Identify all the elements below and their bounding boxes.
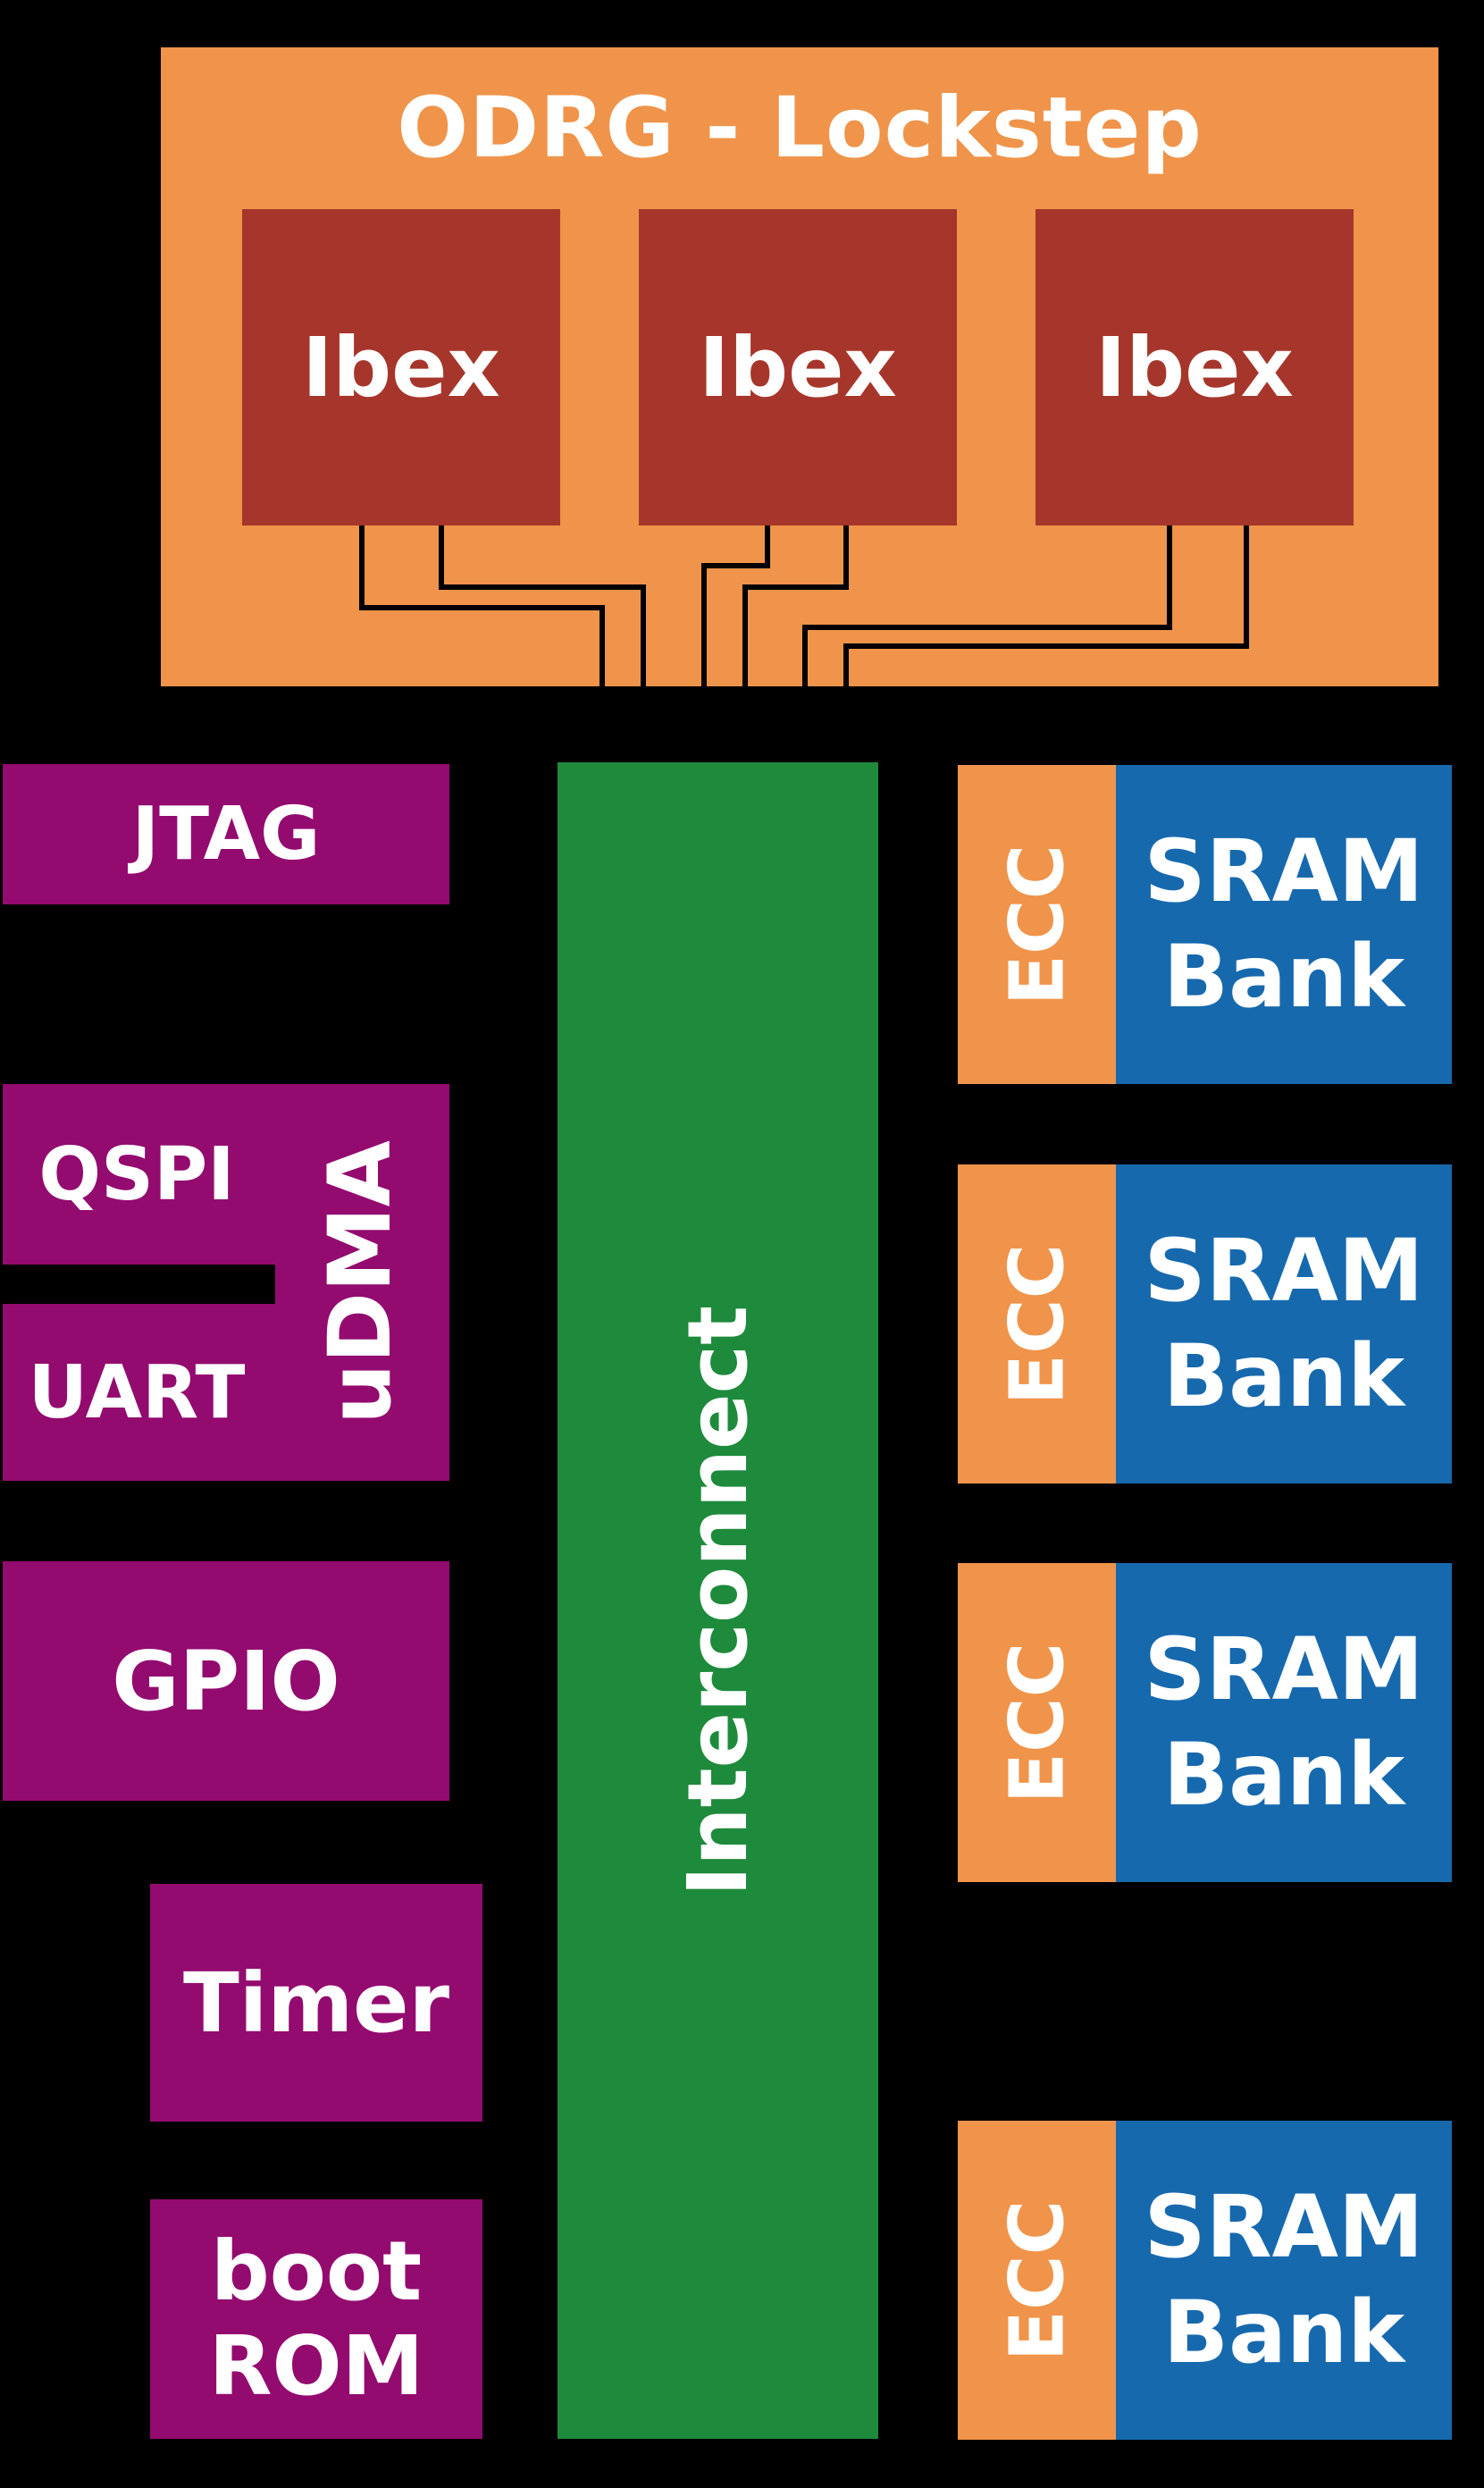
qspi-block: QSPI bbox=[3, 1084, 271, 1265]
boot-rom-label-line2: ROM bbox=[208, 2318, 424, 2414]
qspi-uart-divider-notch bbox=[0, 1265, 275, 1304]
sram-bank-2-label-line1: SRAM bbox=[1144, 1221, 1424, 1322]
ibex-core-1: Ibex bbox=[242, 209, 560, 525]
ibex-core-3-label: Ibex bbox=[1095, 319, 1294, 416]
sram-bank-3: ECC SRAM Bank bbox=[958, 1563, 1452, 1882]
qspi-label: QSPI bbox=[38, 1131, 235, 1217]
ibex-core-2: Ibex bbox=[639, 209, 957, 525]
sram-bank-4-memory: SRAM Bank bbox=[1116, 2121, 1452, 2440]
sram-bank-2: ECC SRAM Bank bbox=[958, 1164, 1452, 1484]
gpio-label: GPIO bbox=[112, 1633, 340, 1729]
ibex-core-3: Ibex bbox=[1035, 209, 1354, 525]
sram-bank-3-ecc-label: ECC bbox=[993, 1642, 1081, 1803]
odrg-lockstep-group: ODRG - Lockstep Ibex Ibex Ibex bbox=[161, 47, 1438, 686]
interconnect-label: Interconnect bbox=[670, 1305, 766, 1896]
boot-rom-label-line1: boot bbox=[210, 2223, 423, 2320]
lockstep-wires bbox=[359, 525, 1249, 686]
sram-bank-2-ecc-label: ECC bbox=[993, 1243, 1081, 1405]
sram-bank-3-memory: SRAM Bank bbox=[1116, 1563, 1452, 1882]
sram-bank-1: ECC SRAM Bank bbox=[958, 765, 1452, 1084]
sram-bank-3-ecc-strip: ECC bbox=[958, 1563, 1116, 1882]
odrg-lockstep-title: ODRG - Lockstep bbox=[397, 80, 1203, 177]
uart-label: UART bbox=[28, 1349, 246, 1435]
sram-bank-1-ecc-label: ECC bbox=[993, 844, 1081, 1005]
gpio-block: GPIO bbox=[3, 1561, 449, 1801]
sram-bank-4-label-line2: Bank bbox=[1162, 2282, 1405, 2383]
udma-label: uDMA bbox=[310, 1140, 411, 1425]
sram-bank-1-memory: SRAM Bank bbox=[1116, 765, 1452, 1084]
sram-bank-4-label-line1: SRAM bbox=[1144, 2177, 1424, 2278]
ibex-core-2-label: Ibex bbox=[699, 319, 897, 416]
uart-block: UART bbox=[3, 1304, 271, 1481]
interconnect-block: Interconnect bbox=[558, 762, 878, 2439]
sram-bank-1-ecc-strip: ECC bbox=[958, 765, 1116, 1084]
boot-rom-block: boot ROM bbox=[150, 2199, 482, 2439]
sram-bank-1-label-line2: Bank bbox=[1162, 926, 1405, 1027]
sram-bank-2-ecc-strip: ECC bbox=[958, 1164, 1116, 1484]
sram-bank-1-label-line1: SRAM bbox=[1144, 821, 1424, 922]
sram-bank-3-label-line1: SRAM bbox=[1144, 1619, 1424, 1720]
timer-block: Timer bbox=[150, 1884, 482, 2122]
timer-label: Timer bbox=[183, 1954, 449, 2051]
sram-bank-2-memory: SRAM Bank bbox=[1116, 1164, 1452, 1484]
sram-bank-4-ecc-strip: ECC bbox=[958, 2121, 1116, 2440]
udma-block: uDMA bbox=[271, 1084, 449, 1481]
sram-bank-4: ECC SRAM Bank bbox=[958, 2121, 1452, 2440]
ibex-core-1-label: Ibex bbox=[302, 319, 500, 416]
sram-bank-4-ecc-label: ECC bbox=[993, 2199, 1081, 2361]
sram-bank-2-label-line2: Bank bbox=[1162, 1325, 1405, 1426]
jtag-block: JTAG bbox=[3, 764, 449, 904]
sram-bank-3-label-line2: Bank bbox=[1162, 1724, 1405, 1825]
jtag-label: JTAG bbox=[131, 792, 321, 877]
